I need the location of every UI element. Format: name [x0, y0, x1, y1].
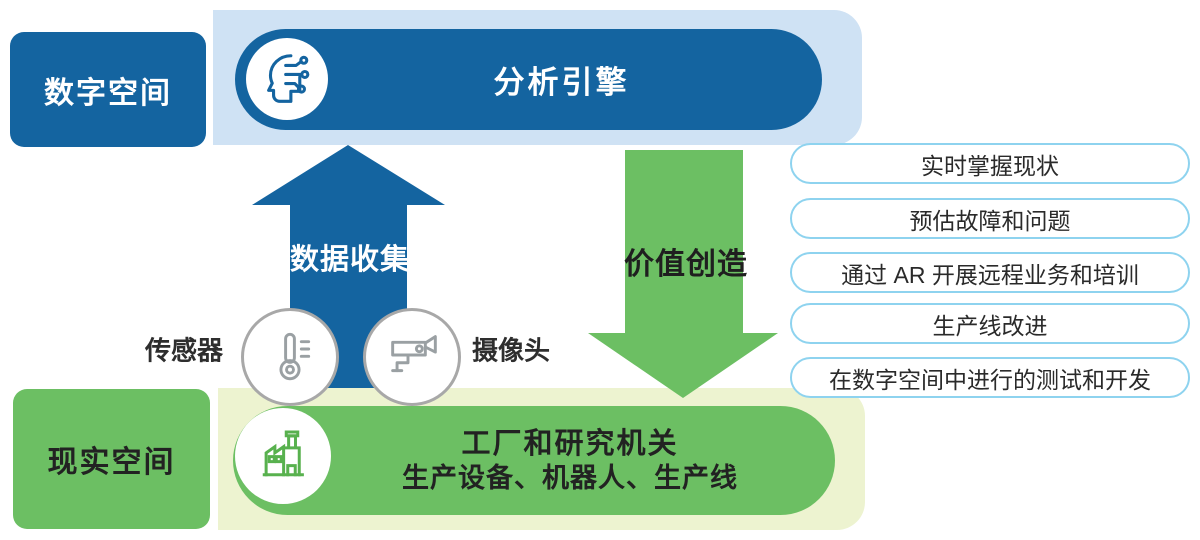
factory-icon: [235, 408, 331, 504]
benefit-pill-line-improvement: 生产线改进: [790, 303, 1190, 344]
factory-title: 工厂和研究机关: [461, 427, 679, 460]
benefit-label: 实时掌握现状: [921, 152, 1059, 179]
real-space-label: 现实空间: [47, 446, 176, 479]
analysis-engine-label: 分析引擎: [493, 65, 630, 100]
benefit-pill-digital-testing: 在数字空间中进行的测试和开发: [790, 357, 1190, 398]
ai-head-icon: [246, 38, 328, 120]
sensor-circle: [241, 308, 339, 406]
benefit-pill-ar-remote-training: 通过 AR 开展远程业务和培训: [790, 252, 1190, 293]
sensor-label: 传感器: [144, 335, 224, 366]
digital-space-label-box: 数字空间: [10, 32, 206, 147]
factory-subtitle: 生产设备、机器人、生产线: [402, 462, 738, 493]
camera-label: 摄像头: [471, 335, 551, 366]
benefit-pill-realtime-status: 实时掌握现状: [790, 143, 1190, 184]
benefit-label: 预估故障和问题: [909, 207, 1071, 234]
benefit-label: 生产线改进: [932, 312, 1048, 339]
thermometer-icon: [279, 332, 311, 381]
analysis-engine-pill: 分析引擎: [235, 29, 822, 130]
value-creation-label: 价值创造: [624, 248, 748, 281]
real-space-label-box: 现实空间: [13, 389, 210, 529]
data-collection-label: 数据收集: [289, 244, 411, 276]
camera-circle: [363, 308, 461, 406]
digital-space-label: 数字空间: [44, 76, 172, 110]
factory-pill: 工厂和研究机关 生产设备、机器人、生产线: [233, 406, 835, 515]
cctv-camera-icon: [391, 335, 437, 373]
benefit-pill-predict-failures: 预估故障和问题: [790, 198, 1190, 239]
benefit-label: 通过 AR 开展远程业务和培训: [841, 261, 1139, 288]
factory-text-block: 工厂和研究机关 生产设备、机器人、生产线: [233, 426, 835, 496]
benefit-label: 在数字空间中进行的测试和开发: [829, 366, 1151, 393]
